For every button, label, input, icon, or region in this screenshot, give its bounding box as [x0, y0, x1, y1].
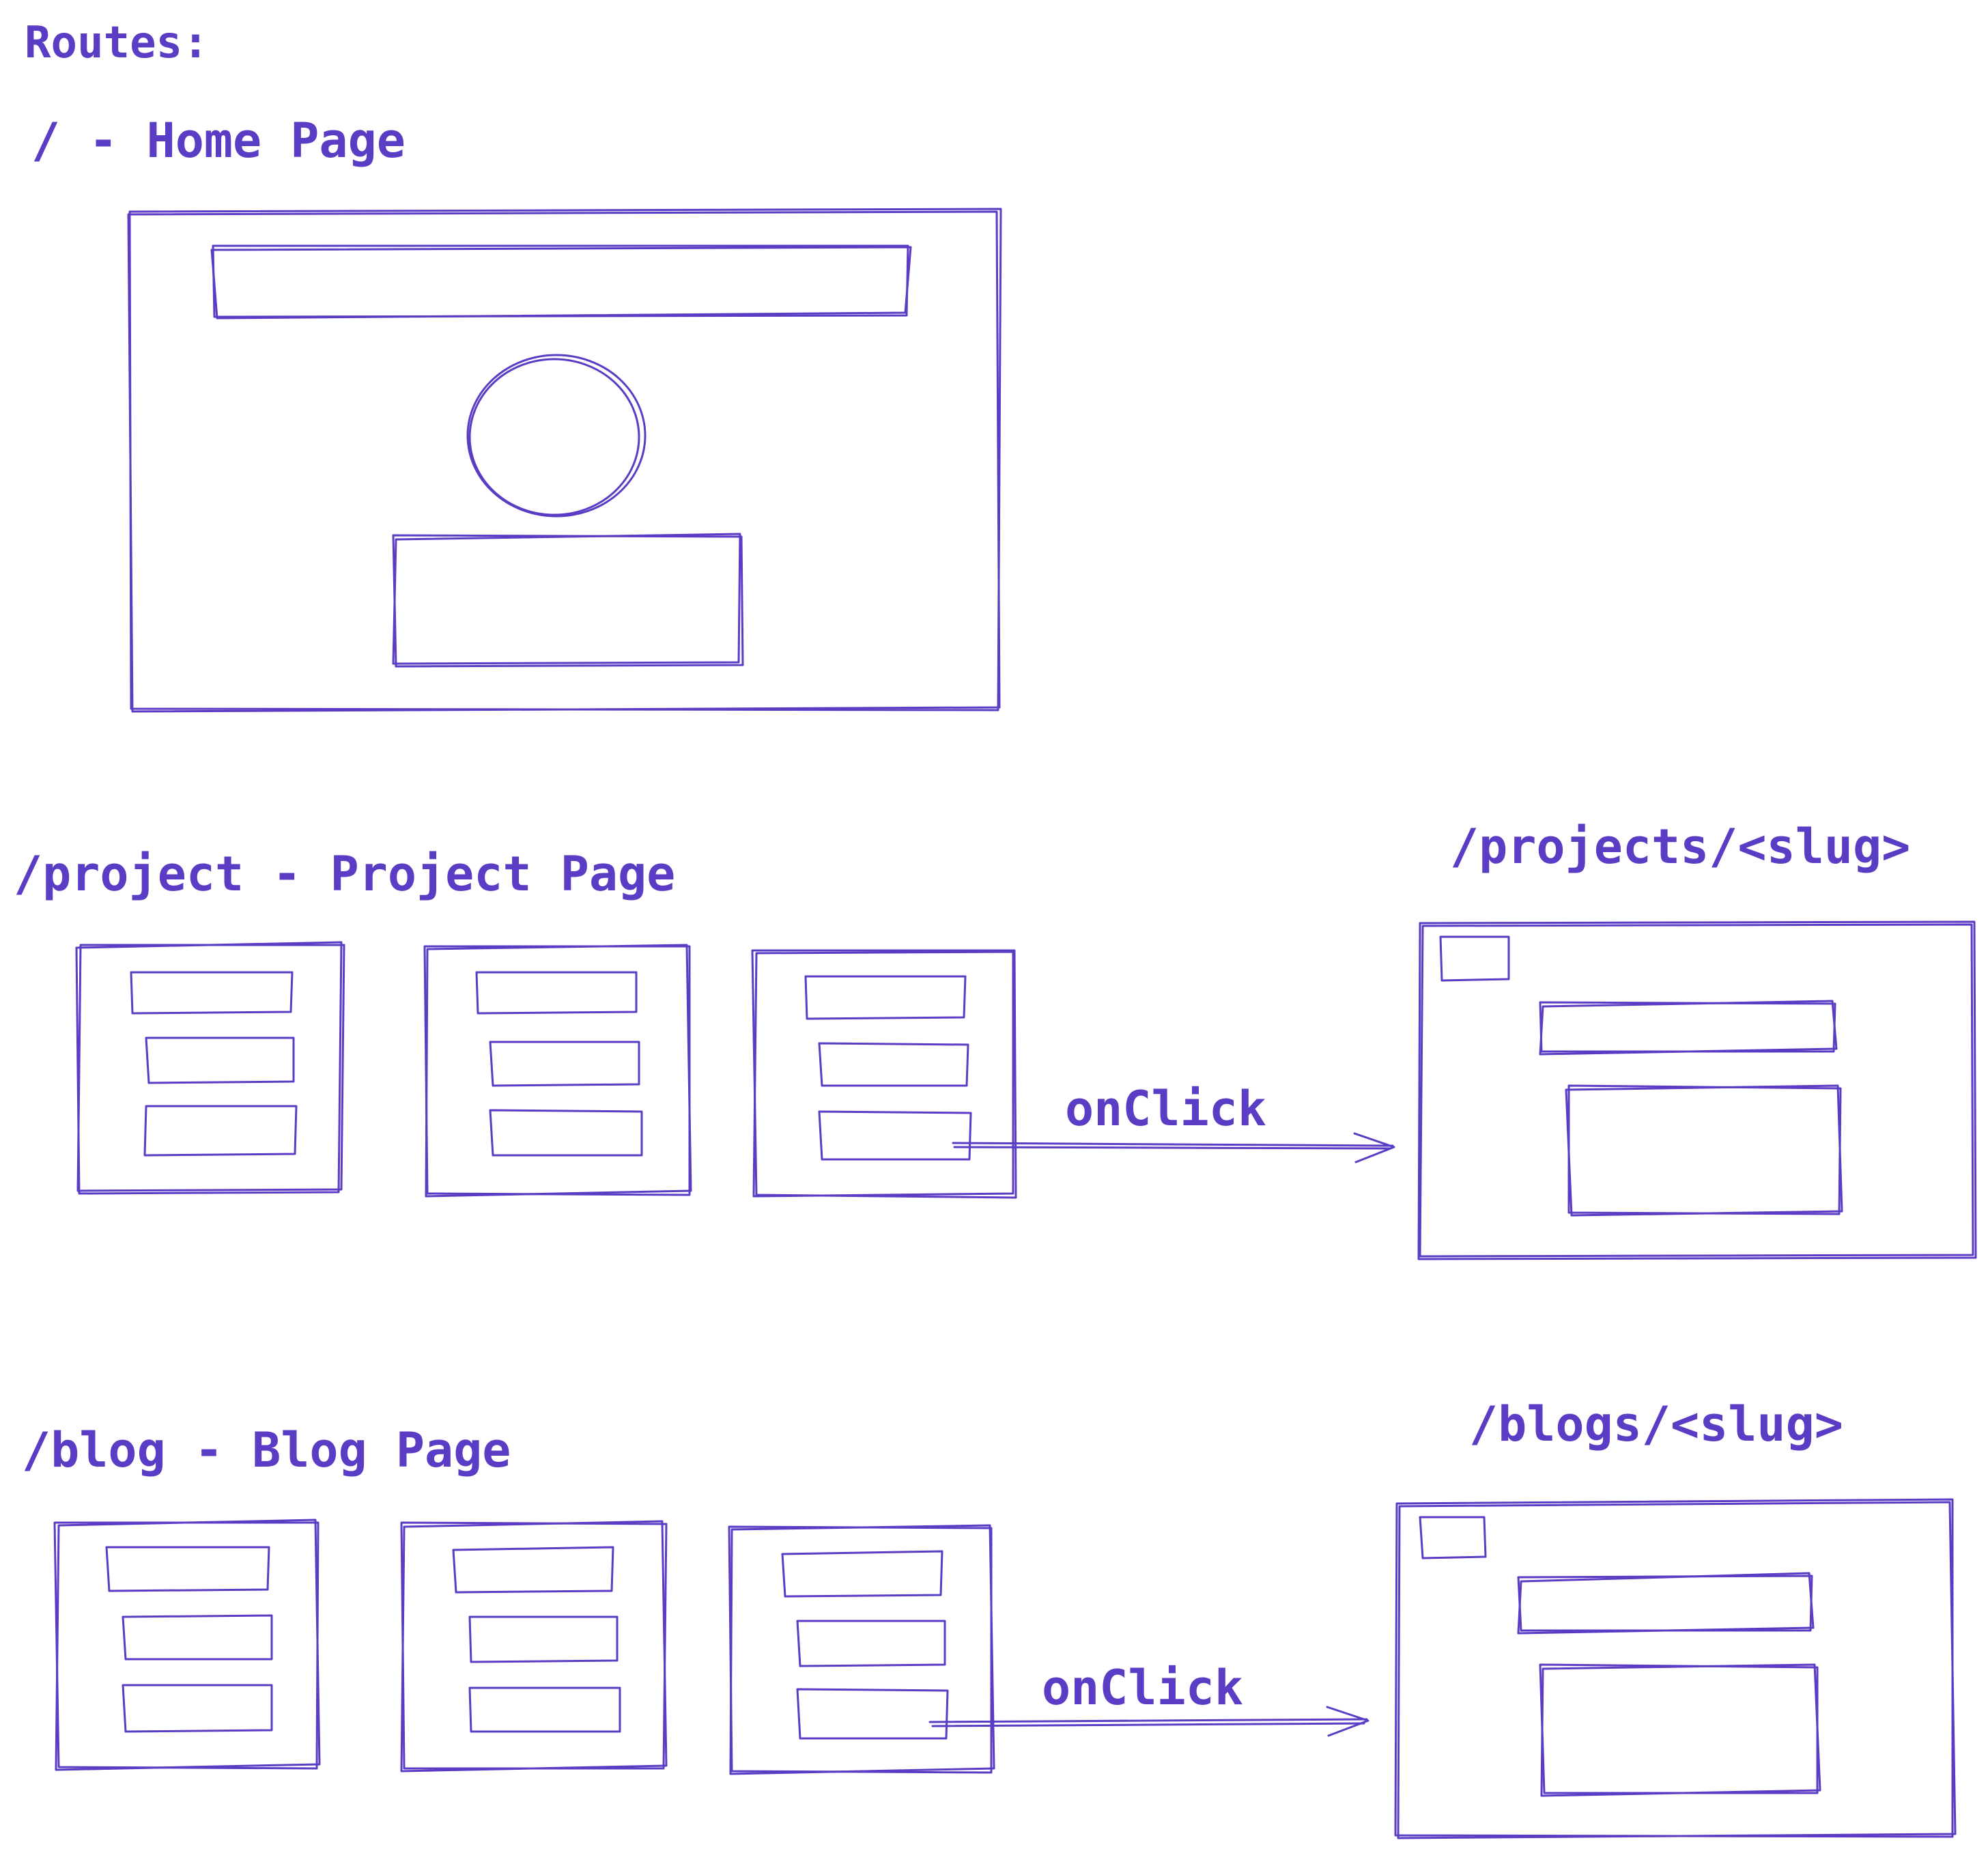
- project-card-2-row: [489, 1109, 643, 1157]
- blog-card-1-row: [105, 1546, 270, 1592]
- project-detail-route-label: /projects/<slug>: [1450, 819, 1910, 875]
- blog-card-1-row: [122, 1614, 273, 1661]
- arrow-head: [1353, 1132, 1395, 1163]
- blog-detail-route-label: /blogs/<slug>: [1469, 1396, 1843, 1452]
- blog-card-3-row: [781, 1550, 943, 1598]
- home-avatar-circle: [468, 358, 640, 516]
- home-header-bar: [212, 244, 909, 318]
- home-page-wireframe: [127, 208, 1002, 713]
- home-content-box: [392, 534, 744, 668]
- blog-detail-content-box: [1539, 1663, 1819, 1794]
- project-card-3-row: [818, 1042, 969, 1087]
- blog-detail-back-button: [1419, 1516, 1487, 1559]
- project-detail-title-bar: [1539, 1001, 1836, 1053]
- project-card-2-row: [475, 971, 638, 1015]
- project-detail-content-box: [1567, 1084, 1842, 1215]
- project-detail-wireframe: [1417, 920, 1977, 1260]
- blog-card-1: [53, 1519, 321, 1771]
- blog-card-1-row: [122, 1684, 273, 1733]
- project-onclick-label: onClick: [1065, 1081, 1266, 1137]
- blog-detail-frame: [1394, 1498, 1954, 1838]
- blog-route-label: /blog - Blog Page: [22, 1422, 511, 1478]
- blog-card-3-row: [796, 1620, 946, 1667]
- home-header-bar-trace: [210, 246, 912, 320]
- project-card-3: [751, 949, 1017, 1199]
- arrow-head: [1326, 1706, 1369, 1737]
- project-detail-frame: [1417, 920, 1977, 1260]
- home-avatar-circle-trace: [466, 354, 647, 518]
- project-card-2: [423, 944, 692, 1198]
- project-card-2-row: [489, 1041, 640, 1087]
- blog-card-3-row: [796, 1688, 949, 1740]
- project-card-1-row: [143, 1105, 298, 1157]
- blog-card-2-row: [468, 1686, 621, 1733]
- project-card-3-row: [818, 1110, 972, 1161]
- home-content-box-trace: [392, 533, 741, 665]
- project-card-1-row: [145, 1036, 295, 1084]
- home-route-label: / - Home Page: [31, 113, 406, 169]
- home-page-frame: [128, 208, 1002, 711]
- project-onclick-arrow: [952, 1132, 1395, 1163]
- blog-onclick-label: onClick: [1042, 1660, 1243, 1716]
- project-card-1-row: [130, 971, 294, 1015]
- blog-card-3: [728, 1524, 995, 1775]
- routes-heading: Routes:: [25, 18, 209, 68]
- project-card-1: [75, 941, 345, 1195]
- project-detail-back-button: [1439, 935, 1510, 982]
- project-route-label: /project - Project Page: [14, 846, 675, 902]
- blog-card-2-row: [452, 1546, 614, 1594]
- blog-card-2: [400, 1520, 668, 1773]
- blog-detail-title-bar: [1517, 1575, 1813, 1632]
- project-card-3-row: [804, 975, 967, 1020]
- blog-card-2-row: [468, 1615, 619, 1663]
- blog-onclick-arrow: [928, 1706, 1369, 1737]
- blog-detail-wireframe: [1394, 1498, 1957, 1839]
- home-page-frame-trace: [127, 210, 1001, 713]
